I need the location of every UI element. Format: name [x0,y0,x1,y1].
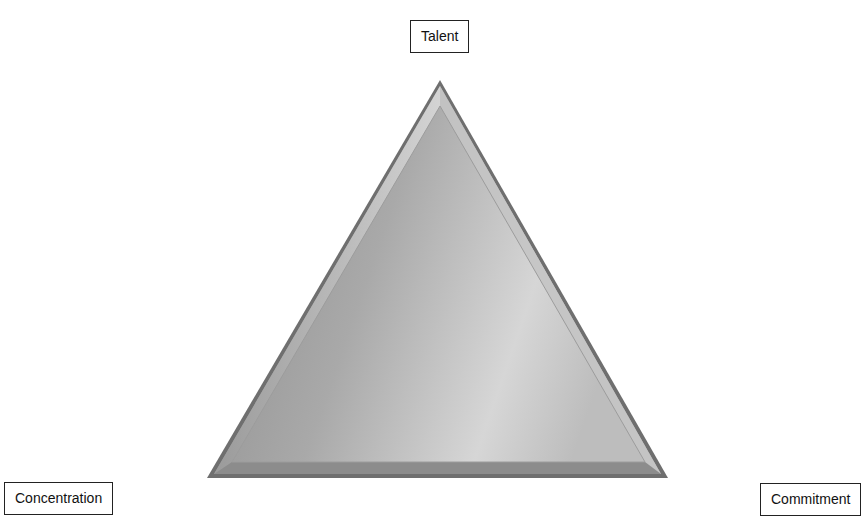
right-bevel [440,86,661,474]
label-text: Concentration [15,490,102,507]
label-text: Talent [421,28,458,45]
inner-edge [232,106,645,462]
label-box: Concentration [4,482,113,515]
label-box: Commitment [760,483,861,516]
label-box: Talent [410,20,469,53]
label-text: Commitment [771,491,850,508]
triangle-outline [207,80,668,478]
left-bevel [214,86,440,474]
bottom-bevel [214,462,661,474]
triangle-face [214,86,661,474]
